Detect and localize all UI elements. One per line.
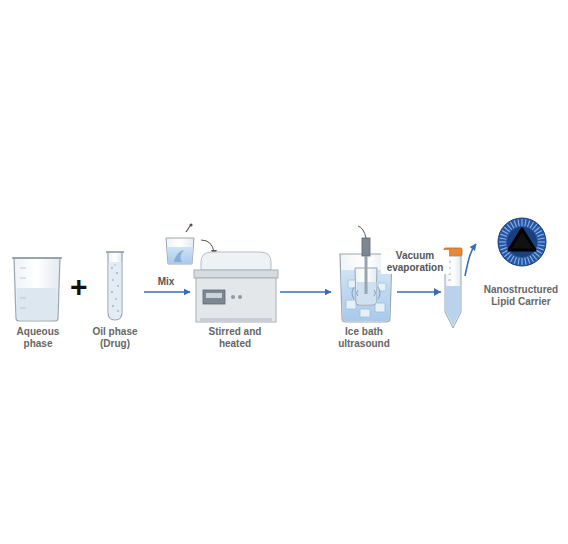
step-label: Stirred and heated (204, 326, 266, 350)
step-label: Oil phase (Drug) (89, 326, 141, 350)
step-label: Ice bath ultrasound (333, 326, 395, 350)
step-label: Nanostructured Lipid Carrier (478, 284, 564, 308)
edge-label: Vacuum evaporation (381, 250, 449, 274)
edge-label: Mix (149, 276, 183, 288)
nlc-particle (498, 218, 546, 266)
step-label: Aqueous phase (13, 326, 63, 350)
plus-sign: + (70, 272, 88, 302)
test-tube (106, 252, 124, 320)
process-step: Nanostructured Lipid Carrier (476, 212, 566, 308)
process-step: Oil phase (Drug) (86, 248, 144, 350)
ice-bath-sonicator (340, 226, 392, 322)
process-step: Aqueous phase (8, 250, 68, 350)
water-bath (194, 252, 278, 322)
flow-arrow (144, 291, 190, 293)
beaker (12, 258, 62, 321)
flow-arrow (280, 291, 331, 293)
process-step: Stirred and heated (190, 250, 280, 350)
